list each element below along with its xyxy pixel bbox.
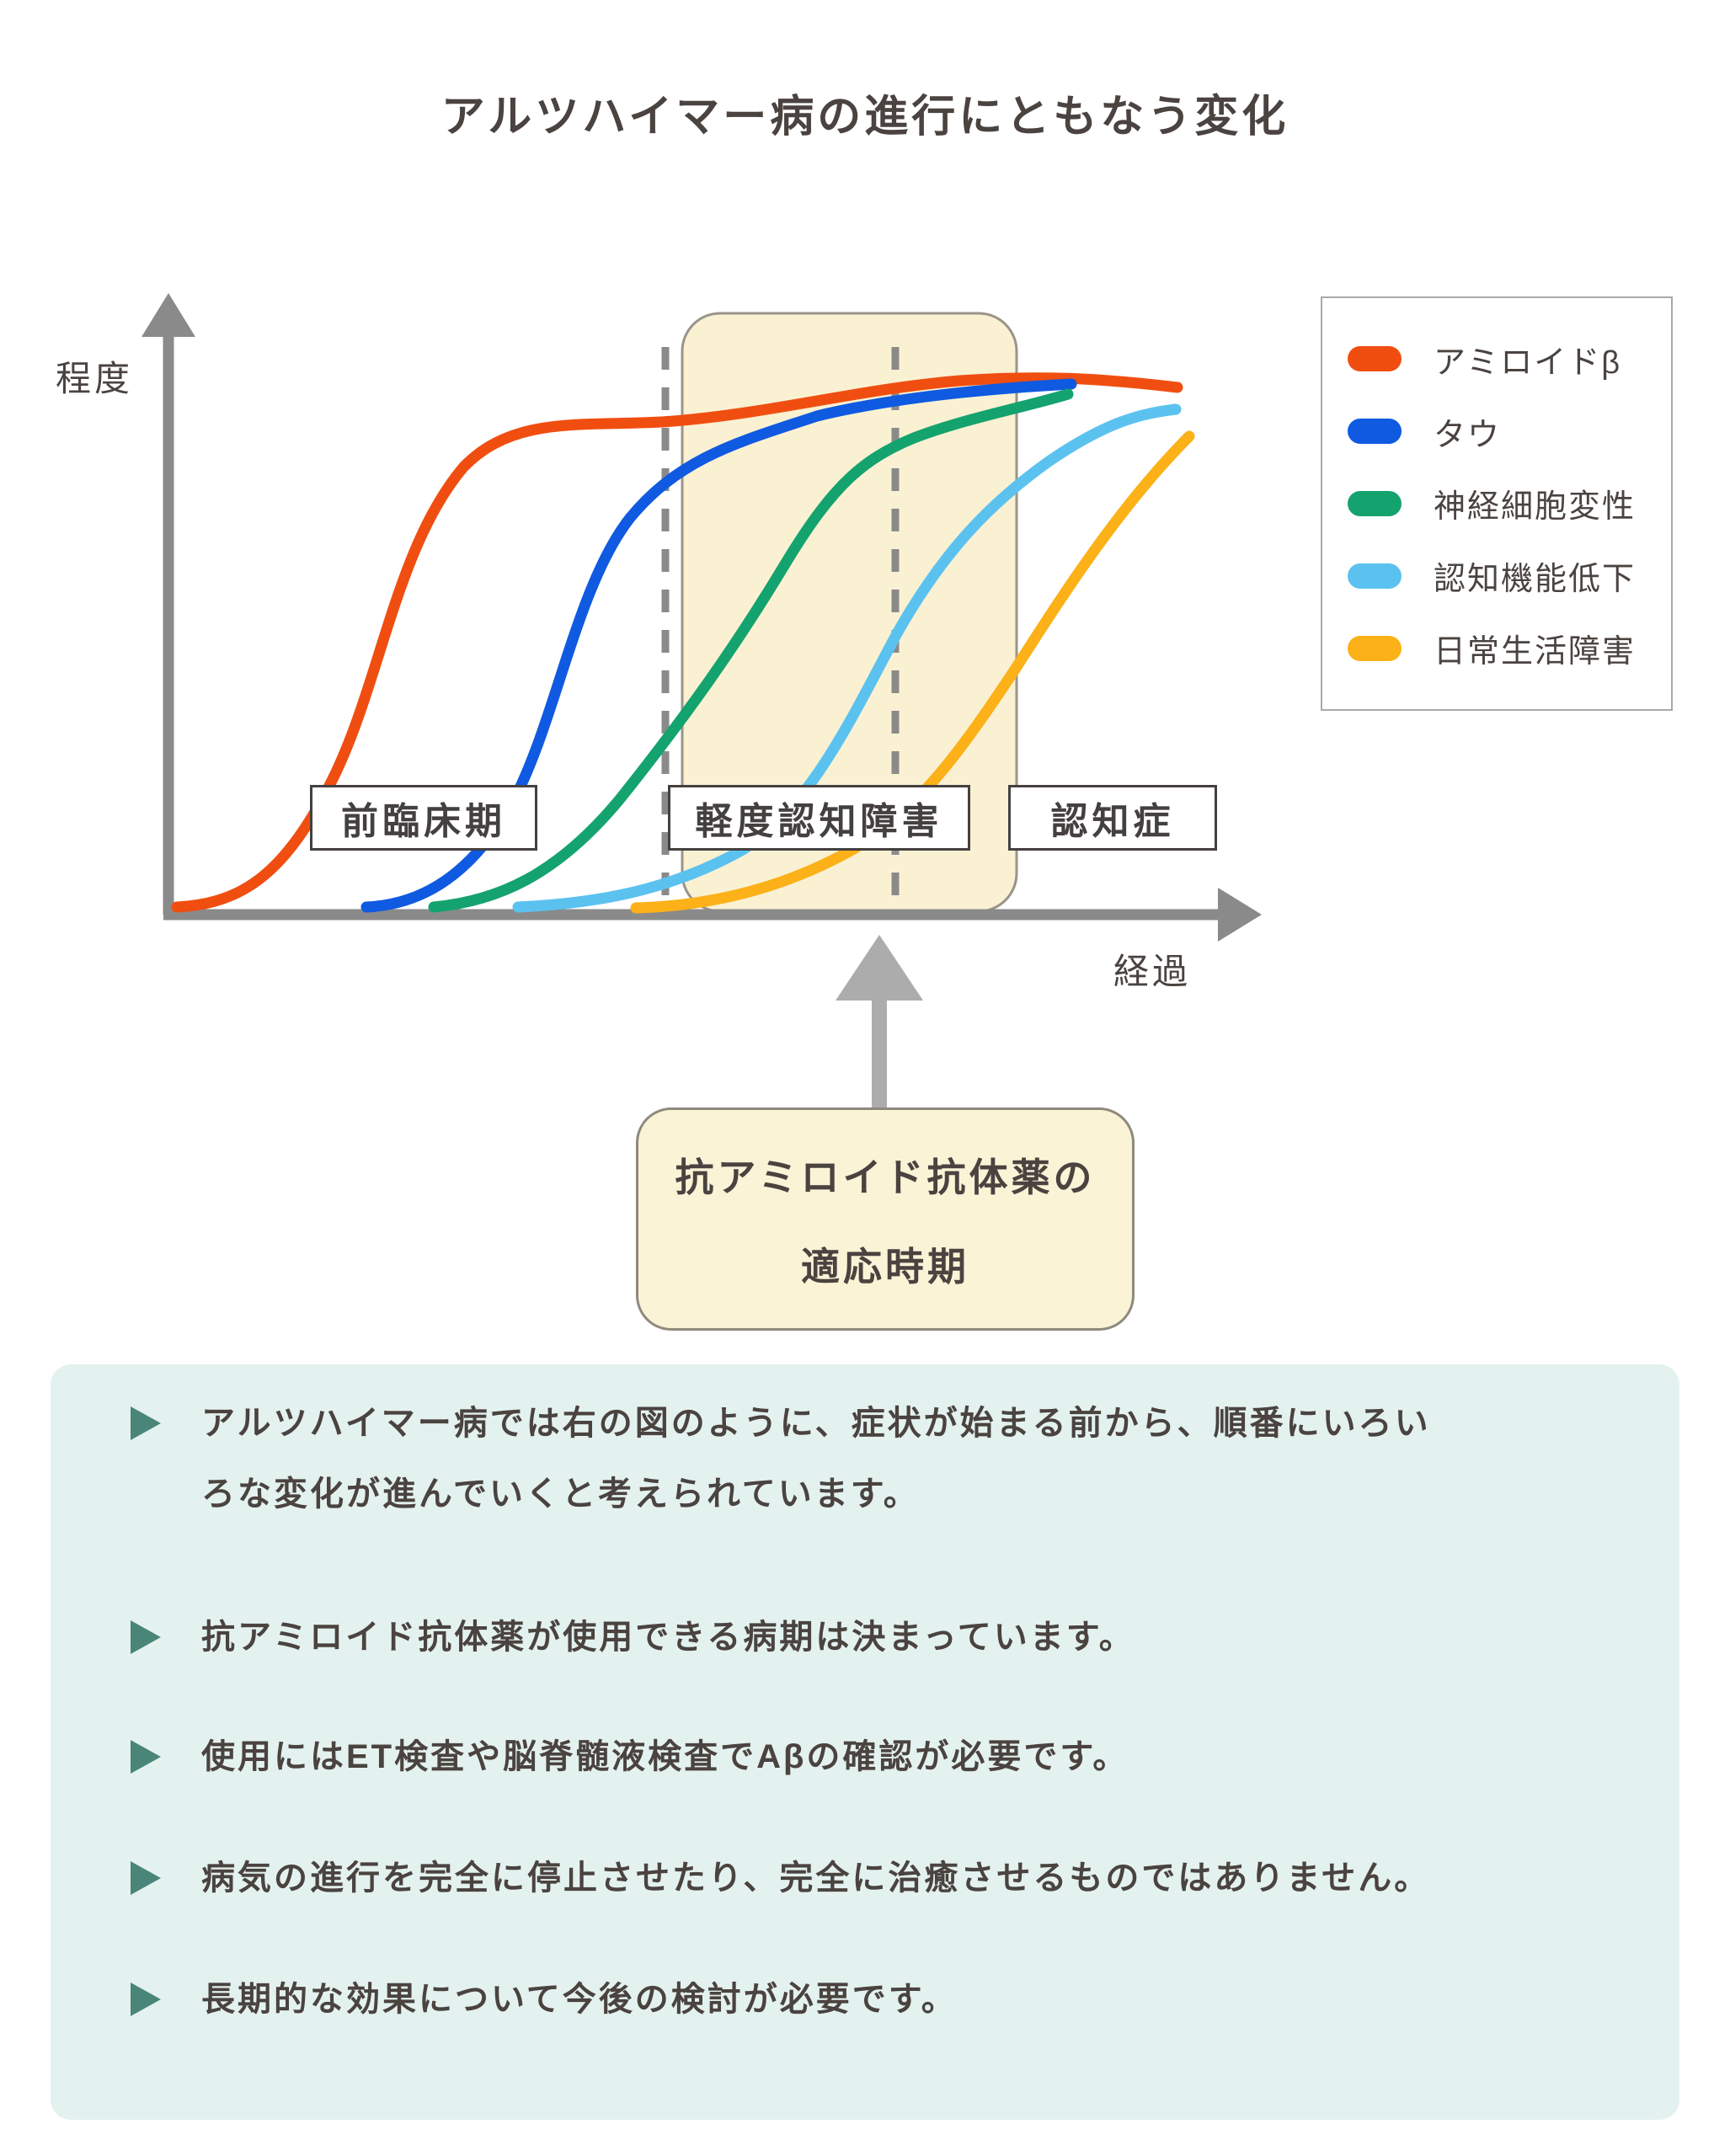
annotation-box: 抗アミロイド抗体薬の 適応時期 xyxy=(636,1107,1135,1331)
legend-swatch-neurodegeneration xyxy=(1348,490,1402,516)
triangle-bullet-icon xyxy=(131,1406,161,1440)
stage-label-dementia: 認知症 xyxy=(1008,785,1217,851)
legend-swatch-daily-living xyxy=(1348,635,1402,661)
note-text: 長期的な効果について今後の検討が必要です。 xyxy=(201,1981,958,2018)
y-axis-arrowhead xyxy=(141,293,195,337)
stage-label-preclinical: 前臨床期 xyxy=(310,785,537,851)
note-text: アルツハイマー病では右の図のように、症状が始まる前から、順番にいろいろな変化が進… xyxy=(201,1405,1431,1513)
legend-swatch-amyloid-beta xyxy=(1348,346,1402,372)
legend-label: 認知機能低下 xyxy=(1434,562,1637,598)
legend-item-daily-living: 日常生活障害 xyxy=(1322,625,1671,671)
legend-swatch-cognitive-decline xyxy=(1348,563,1402,589)
triangle-bullet-icon xyxy=(131,1861,161,1895)
note-text: 抗アミロイド抗体薬が使用できる病期は決まっています。 xyxy=(201,1619,1135,1656)
annotation-line-1: 抗アミロイド抗体薬の xyxy=(675,1155,1096,1199)
note-item: 使用にはET検査や脳脊髄液検査でAβの確認が必要です。 xyxy=(131,1721,1637,1792)
note-item: 長期的な効果について今後の検討が必要です。 xyxy=(131,1964,1637,2035)
legend-item-tau: タウ xyxy=(1322,408,1671,455)
curve-cognitive-decline xyxy=(512,403,1182,913)
triangle-bullet-icon xyxy=(131,1740,161,1774)
curve-neurodegeneration xyxy=(428,388,1074,913)
note-item: 病気の進行を完全に停止させたり、完全に治癒させるものではありません。 xyxy=(131,1843,1637,1913)
note-text: 使用にはET検査や脳脊髄液検査でAβの確認が必要です。 xyxy=(201,1738,1129,1775)
note-item: アルツハイマー病では右の図のように、症状が始まる前から、順番にいろいろな変化が進… xyxy=(131,1388,1637,1529)
x-axis-arrowhead xyxy=(1218,888,1262,942)
legend-label: タウ xyxy=(1434,417,1502,453)
legend-item-cognitive-decline: 認知機能低下 xyxy=(1322,552,1671,599)
legend-item-neurodegeneration: 神経細胞変性 xyxy=(1322,480,1671,526)
y-axis-label: 程度 xyxy=(56,359,134,398)
curve-daily-living-impairment xyxy=(630,430,1195,914)
page-title: アルツハイマー病の進行にともなう変化 xyxy=(441,93,1289,141)
note-item: 抗アミロイド抗体薬が使用できる病期は決まっています。 xyxy=(131,1602,1637,1673)
triangle-bullet-icon xyxy=(131,1983,161,2016)
notes-panel: アルツハイマー病では右の図のように、症状が始まる前から、順番にいろいろな変化が進… xyxy=(51,1364,1679,2120)
stage-label-mci: 軽度認知障害 xyxy=(668,785,970,851)
legend-label: 神経細胞変性 xyxy=(1434,489,1637,526)
legend-swatch-tau xyxy=(1348,419,1402,445)
legend-label: 日常生活障害 xyxy=(1434,634,1637,670)
progression-chart-canvas xyxy=(141,293,1262,1108)
triangle-bullet-icon xyxy=(131,1620,161,1654)
legend-label: アミロイドβ xyxy=(1434,344,1622,381)
annotation-line-2: 適応時期 xyxy=(801,1244,969,1289)
note-text: 病気の進行を完全に停止させたり、完全に治癒させるものではありません。 xyxy=(201,1860,1431,1897)
legend-item-amyloid-beta: アミロイドβ xyxy=(1322,336,1671,382)
legend: アミロイドβ タウ 神経細胞変性 認知機能低下 日常生活障害 xyxy=(1321,296,1673,711)
indicator-arrow-head xyxy=(836,935,923,1001)
x-axis-label: 経過 xyxy=(1113,952,1192,991)
